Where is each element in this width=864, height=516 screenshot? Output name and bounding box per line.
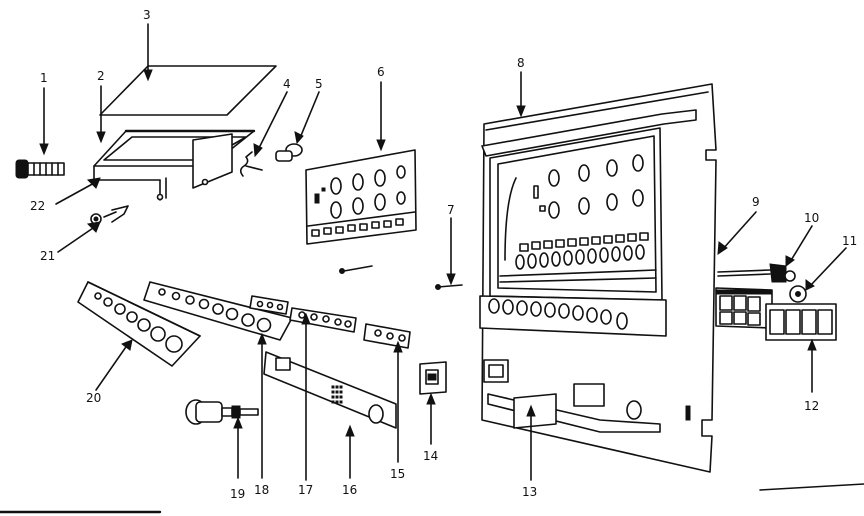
- label-part-6: 6: [377, 65, 385, 79]
- label-part-19: 19: [230, 487, 245, 501]
- part-2-window-frame: [93, 129, 256, 201]
- part-18-holes: [158, 288, 272, 333]
- label-part-20: 20: [86, 391, 101, 405]
- part-19-push-knob: [185, 399, 259, 425]
- label-part-15: 15: [390, 467, 405, 481]
- label-part-1: 1: [40, 71, 48, 85]
- part-16-long-plate: [263, 351, 397, 429]
- part-21-screw-and-clip: [90, 205, 129, 225]
- panel-button-row: [311, 218, 404, 237]
- label-part-4: 4: [283, 77, 291, 91]
- part-3-glass-panel: [99, 65, 277, 116]
- frame-button-strip: [519, 232, 649, 252]
- label-part-14: 14: [423, 449, 438, 463]
- part-18-hole-strip: [143, 281, 293, 341]
- label-part-13: 13: [522, 485, 537, 499]
- part-15-small-panel: [363, 323, 411, 349]
- part-9-button-bank: [715, 287, 773, 329]
- frame-oval-row: [515, 244, 645, 270]
- label-part-3: 3: [143, 8, 151, 22]
- part-20-selector-bar: [77, 281, 201, 367]
- label-part-12: 12: [804, 399, 819, 413]
- label-part-5: 5: [315, 77, 323, 91]
- label-part-17: 17: [298, 483, 313, 497]
- part-8-main-door-frame: [479, 83, 717, 473]
- part-12-button-strip: [765, 303, 837, 341]
- label-part-8: 8: [517, 56, 525, 70]
- label-part-22: 22: [30, 199, 45, 213]
- scan-edge-rules: [0, 483, 864, 514]
- part-labels: 1 2 3 4 5 6 7 8 9 10 11 12 13 14 15 16 1…: [30, 8, 857, 501]
- label-part-21: 21: [40, 249, 55, 263]
- label-part-10: 10: [804, 211, 819, 225]
- label-part-16: 16: [342, 483, 357, 497]
- part-20-holes: [94, 292, 183, 353]
- label-part-11: 11: [842, 234, 857, 248]
- part-6-control-panel: [305, 149, 417, 245]
- part-16-grille: [331, 385, 343, 404]
- frame-lower-oval-row: [488, 298, 628, 330]
- label-part-18: 18: [254, 483, 269, 497]
- part-1-bolt: [15, 159, 65, 179]
- part-11-washer: [789, 285, 807, 303]
- part-5-knob: [275, 143, 303, 162]
- part-10-screw: [717, 263, 796, 283]
- leader-lines: [39, 23, 847, 481]
- part-13-label-plate: [513, 393, 557, 429]
- label-part-2: 2: [97, 69, 105, 83]
- label-part-7: 7: [447, 203, 455, 217]
- label-part-9: 9: [752, 195, 760, 209]
- part-7-screws: [339, 265, 463, 290]
- part-4-spring-clip: [239, 151, 263, 177]
- part-14-switch: [419, 361, 447, 395]
